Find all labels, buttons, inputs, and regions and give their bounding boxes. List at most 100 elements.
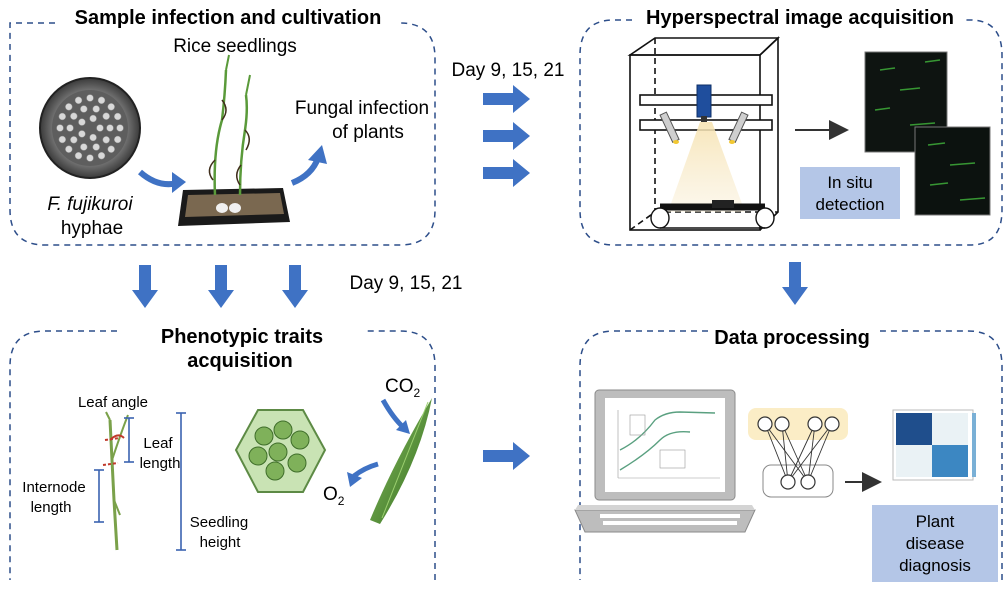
dish-well	[78, 118, 86, 126]
leaf-length-label-line2: length	[140, 455, 181, 472]
down-arrow-1	[132, 265, 158, 308]
light-beam	[668, 122, 745, 212]
panel-border	[579, 19, 1003, 246]
dish-well	[106, 124, 114, 132]
dish-well	[78, 130, 86, 138]
dish-well	[97, 152, 106, 160]
o2-arrow	[352, 461, 379, 478]
conveyor-belt	[650, 200, 775, 229]
dish-well	[65, 145, 73, 153]
dish-well	[80, 143, 88, 151]
diagnosis-label-line1: Plant	[916, 512, 955, 531]
dish-well	[70, 136, 78, 144]
internode-label-line1: Internode	[22, 479, 85, 496]
dish-well	[89, 114, 97, 123]
diagnosis-label-line2: disease	[906, 534, 965, 553]
dish-well	[86, 94, 94, 102]
seedling-height-label-line1: Seedling	[190, 514, 248, 531]
curved-arrow-head-2	[308, 145, 327, 164]
days-label-top: Day 9, 15, 21	[451, 60, 564, 81]
dish-well	[58, 135, 66, 144]
hyperspectral-image-stack	[864, 51, 991, 216]
internode-label-line2: length	[31, 499, 72, 516]
camera-icon	[696, 84, 712, 118]
infection-label-line1: Fungal infection	[295, 98, 429, 119]
dish-well	[86, 154, 94, 162]
panel-data-processing: Data processing	[574, 327, 1003, 582]
co2-arrow	[380, 398, 406, 430]
dish-well	[66, 124, 74, 132]
processing-panel-title: Data processing	[714, 327, 870, 349]
dish-well	[58, 112, 66, 121]
leaf-length-label-line1: Leaf	[143, 435, 173, 452]
in-situ-label-line2: detection	[816, 195, 885, 214]
curved-arrow-to-infection	[290, 156, 321, 186]
dish-well	[92, 143, 100, 151]
right-arrows-top	[483, 85, 530, 187]
leaf-angle-label: Leaf angle	[78, 394, 148, 411]
neural-network-icon	[748, 408, 848, 498]
dish-well	[116, 124, 124, 132]
seedling-height-label-line2: height	[200, 534, 242, 551]
phenotypic-title-line2: acquisition	[187, 350, 293, 372]
in-situ-label-line1: In situ	[827, 173, 872, 192]
dish-well	[97, 96, 106, 104]
chloroplast-cell-icon	[234, 409, 327, 493]
days-label-middle: Day 9, 15, 21	[349, 273, 462, 294]
co2-arrow-head	[396, 420, 410, 434]
infection-label-line2: of plants	[332, 122, 404, 143]
petri-dish-image	[39, 77, 141, 179]
right-arrow-1	[483, 85, 530, 113]
dish-well	[89, 133, 97, 142]
dish-well	[74, 96, 83, 104]
dish-well	[102, 136, 110, 144]
dish-well	[80, 105, 88, 113]
dish-well	[96, 124, 104, 132]
right-arrow-to-processing	[483, 442, 530, 470]
diagnosis-box	[872, 505, 998, 582]
down-arrow-processing	[782, 262, 808, 305]
seedling-stem-drawing	[105, 411, 129, 551]
down-arrows	[132, 262, 808, 308]
diagnosis-label-line3: diagnosis	[899, 556, 971, 575]
co2-label: CO2	[385, 376, 421, 400]
right-arrow-3	[483, 159, 530, 187]
panel-sample-infection: Sample infection and cultivation F. fuji…	[9, 7, 436, 246]
leaf-image	[370, 398, 432, 524]
dish-well	[114, 135, 122, 144]
panel-phenotypic: Phenotypic traits acquisition Leaf angle	[9, 326, 436, 580]
confusion-matrix-icon	[892, 409, 976, 481]
curved-arrow-head	[172, 172, 186, 193]
lamp-right-icon	[728, 111, 749, 144]
camera-lens	[701, 116, 707, 122]
dish-well	[107, 103, 115, 111]
panel-border	[9, 330, 436, 580]
lamp-left-icon	[659, 111, 680, 144]
hyphae-label: hyphae	[61, 218, 123, 239]
right-arrow-2	[483, 122, 530, 150]
measure-lines	[94, 412, 186, 551]
dish-well	[114, 112, 122, 121]
dish-well	[102, 112, 110, 120]
dish-well	[56, 124, 64, 132]
dish-well	[70, 112, 78, 120]
o2-arrow-head	[347, 472, 362, 487]
dish-well	[74, 152, 83, 160]
seedling-tray-image	[178, 54, 290, 226]
laptop-icon	[574, 389, 756, 533]
panel-hyperspectral: Hyperspectral image acquisition	[579, 7, 1003, 246]
sample-panel-title: Sample infection and cultivation	[75, 7, 382, 29]
rice-seedlings-label: Rice seedlings	[173, 36, 297, 57]
o2-label: O2	[323, 484, 345, 508]
panel-border	[9, 22, 436, 246]
down-arrow-2	[208, 265, 234, 308]
in-situ-box	[800, 167, 900, 219]
panel-border	[579, 330, 1003, 580]
down-arrow-3	[282, 265, 308, 308]
hyperspectral-panel-title: Hyperspectral image acquisition	[646, 7, 954, 29]
dish-well	[107, 145, 115, 153]
internode-markers	[102, 437, 121, 466]
hyphae-species-label: F. fujikuroi	[47, 194, 133, 215]
dish-well	[65, 103, 73, 111]
